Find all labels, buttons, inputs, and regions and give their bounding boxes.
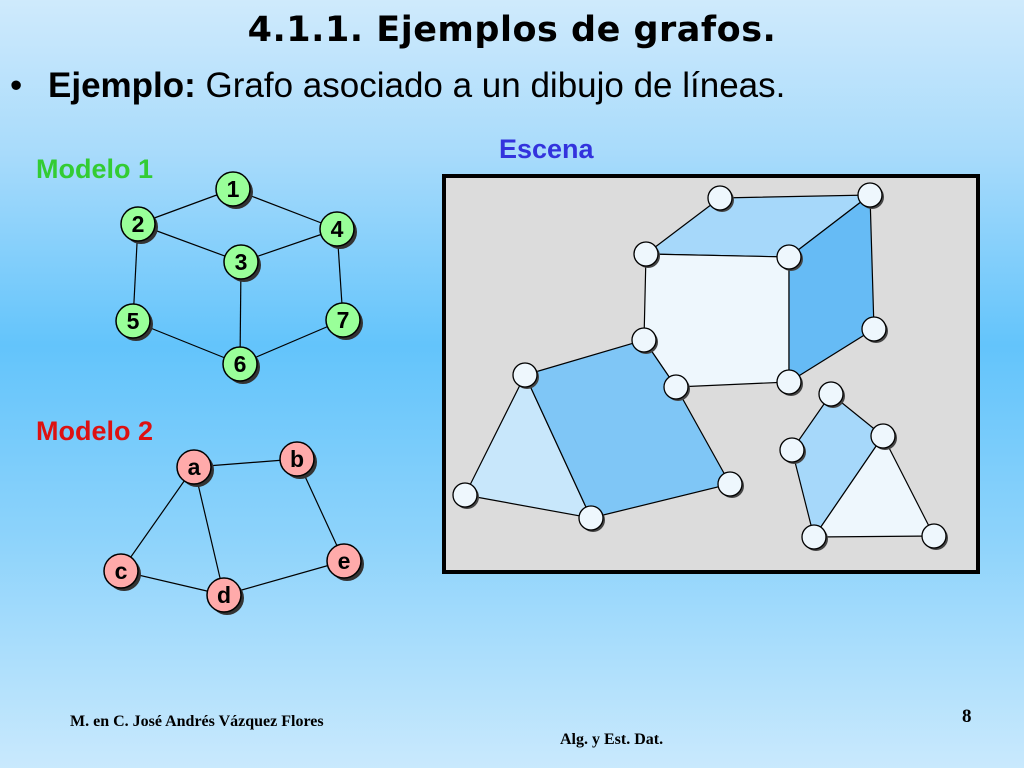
scene-parallelogram (524, 339, 731, 519)
model1-node-label: 5 (127, 308, 140, 334)
scene-vertex-17 (921, 523, 947, 549)
scene-cube-front-face (643, 253, 790, 388)
model1-nodes: 1 2 3 4 5 6 7 (115, 171, 363, 384)
footer-author: M. en C. José Andrés Vázquez Flores (70, 713, 324, 730)
model1-node-7: 7 (325, 302, 363, 340)
scene-small-triangle (812, 434, 935, 538)
model2-edge-a-d (193, 466, 225, 596)
scene-vertex-16 (801, 524, 827, 550)
model1-node-2: 2 (120, 206, 158, 244)
model1-node-circle (222, 346, 258, 382)
model2-node-b: b (279, 441, 317, 479)
model2-node-circle (103, 553, 139, 589)
model1-node-circle (319, 211, 355, 247)
model1-node-label: 6 (234, 351, 247, 377)
model2-edges (120, 458, 345, 596)
scene-vertex-14 (717, 471, 743, 497)
scene-vertex-9 (776, 369, 802, 395)
model1-node-circle (325, 302, 361, 338)
model2-node-c: c (103, 553, 141, 591)
scene-vertex-13 (452, 482, 478, 508)
model1-node-label: 4 (331, 216, 344, 242)
model2-node-a: a (176, 449, 214, 487)
scene-vertex-5 (861, 316, 887, 342)
model1-node-3: 3 (223, 244, 261, 282)
model2-edge-d-e (223, 560, 345, 596)
bullet-symbol: • (10, 66, 23, 105)
model2-edge-a-c (120, 466, 195, 572)
scene-vertex-3 (633, 241, 659, 267)
model1-node-label: 7 (337, 307, 350, 333)
model1-node-label: 3 (235, 249, 248, 275)
bullet-line: • Ejemplo: Grafo asociado a un dibujo de … (10, 66, 785, 106)
model1-node-circle (223, 244, 259, 280)
model2-node-label: b (290, 446, 304, 472)
scene-vertex-12 (779, 437, 805, 463)
scene-vertex-7 (512, 362, 538, 388)
model1-label: Modelo 1 (36, 154, 154, 184)
model1-node-1: 1 (215, 171, 253, 209)
slide-title: 4.1.1. Ejemplos de grafos. (247, 10, 777, 50)
scene-vertex-1 (707, 185, 733, 211)
model1-edge-6-7 (239, 319, 344, 365)
model2-label: Modelo 2 (36, 416, 154, 446)
scene-vertex-6 (631, 327, 657, 353)
scene-vertex-10 (818, 381, 844, 407)
model2-node-label: e (338, 548, 351, 574)
scene-vertex-11 (870, 423, 896, 449)
model2-node-circle (326, 543, 362, 579)
model1-node-circle (115, 303, 151, 339)
model1-node-5: 5 (115, 303, 153, 341)
scene-vertex-4 (776, 244, 802, 270)
model2-node-circle (279, 441, 315, 477)
scene-vertex-2 (857, 182, 883, 208)
model2-node-label: c (115, 558, 128, 584)
model2-node-circle (206, 577, 242, 613)
scene-vertex-8 (663, 374, 689, 400)
bullet-text: Grafo asociado a un dibujo de líneas. (195, 66, 786, 105)
model2-node-circle (176, 449, 212, 485)
model1-node-label: 1 (227, 176, 240, 202)
model1-node-circle (120, 206, 156, 242)
scene-vertex-15 (578, 505, 604, 531)
model1-node-circle (215, 171, 251, 207)
model1-node-6: 6 (222, 346, 260, 384)
model2-node-d: d (206, 577, 244, 615)
model2-node-e: e (326, 543, 364, 581)
model2-node-label: d (217, 582, 231, 608)
model1-node-4: 4 (319, 211, 357, 249)
bullet-lead: Ejemplo: (48, 66, 196, 105)
page-number: 8 (962, 706, 972, 727)
scene-label: Escena (499, 134, 594, 164)
footer-course: Alg. y Est. Dat. (560, 731, 664, 748)
model1-node-label: 2 (132, 211, 145, 237)
model2-nodes: a b c d e (103, 441, 364, 615)
model2-node-label: a (188, 454, 201, 480)
scene-vertices (452, 182, 948, 551)
